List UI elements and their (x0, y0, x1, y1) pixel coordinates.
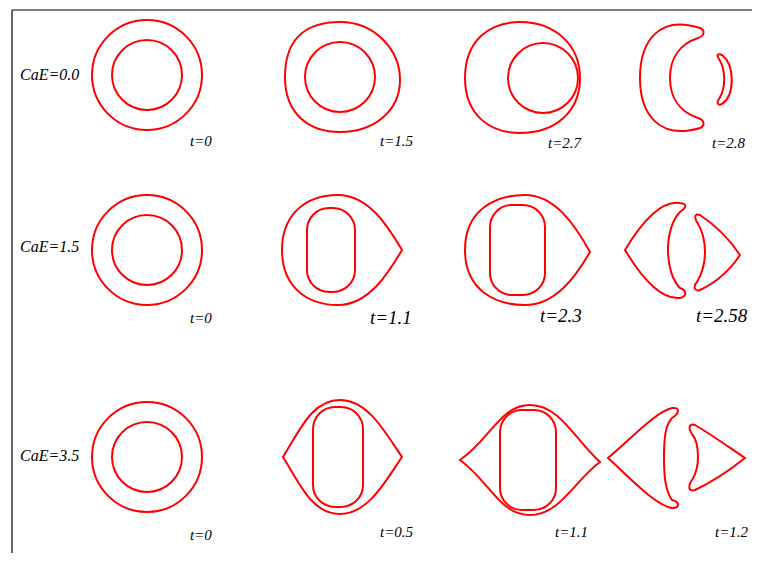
time-label: t=2.8 (712, 135, 745, 152)
row-label: CaE=0.0 (20, 66, 79, 84)
time-label: t=2.3 (540, 306, 582, 327)
time-label: t=0 (190, 133, 212, 150)
row-label: CaE=1.5 (20, 238, 79, 256)
time-label: t=2.58 (696, 306, 747, 327)
time-label: t=1.2 (715, 524, 748, 541)
time-label: t=0 (190, 527, 212, 544)
time-label: t=1.5 (380, 133, 413, 150)
time-label: t=1.1 (555, 524, 588, 541)
time-label: t=1.1 (370, 308, 412, 329)
time-label: t=0 (190, 310, 212, 327)
time-label: t=0.5 (380, 524, 413, 541)
row-label: CaE=3.5 (20, 447, 79, 465)
time-label: t=2.7 (548, 135, 581, 152)
